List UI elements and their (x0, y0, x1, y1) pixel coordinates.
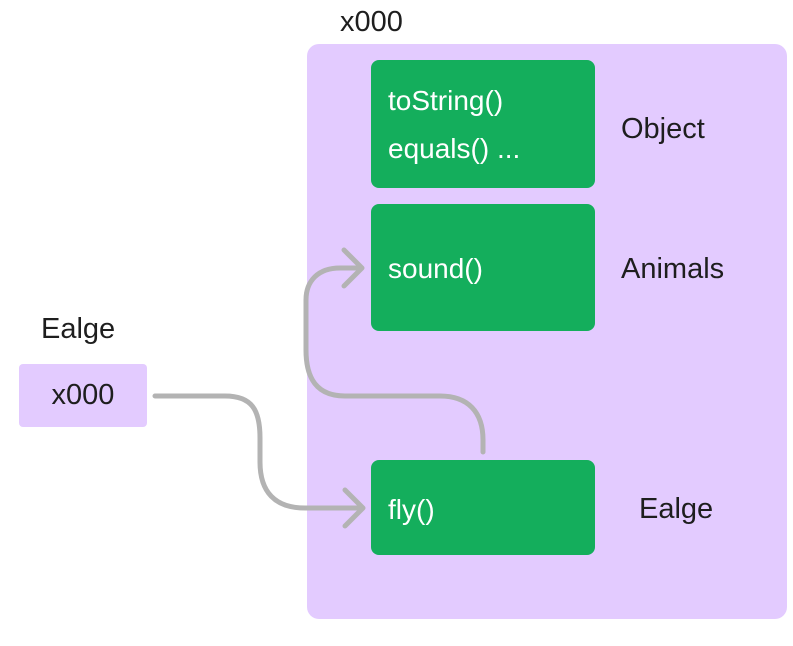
eagle-class-label: Ealge (639, 493, 714, 525)
variable-type-label: Ealge (41, 313, 116, 345)
animals-class-label: Animals (621, 253, 725, 285)
method-tostring: toString() (388, 85, 504, 116)
method-equals: equals() ... (388, 133, 521, 164)
eagle-methods-block: fly() (371, 460, 595, 555)
reference-variable-box: x000 (19, 364, 147, 427)
method-fly: fly() (388, 494, 435, 525)
animals-methods-block: sound() (371, 204, 595, 331)
object-methods-block: toString() equals() ... (371, 60, 595, 188)
object-class-label: Object (621, 113, 705, 145)
heap-address-label: x000 (340, 6, 403, 38)
method-sound: sound() (388, 253, 483, 284)
